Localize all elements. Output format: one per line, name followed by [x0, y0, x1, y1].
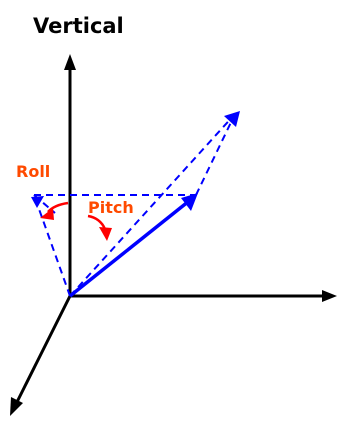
- pitch-side-guide: [69, 113, 236, 297]
- roll-angle-arc: [47, 201, 69, 213]
- roll-label: Roll: [16, 162, 50, 181]
- pitch-label: Pitch: [88, 198, 134, 217]
- axes: [15, 68, 328, 403]
- roll-guide-arrowhead-icon: [31, 196, 44, 208]
- depth-axis: [15, 295, 72, 403]
- depth-axis-arrowhead-icon: [10, 397, 23, 416]
- angle-arrowheads: [40, 208, 112, 241]
- pitch-guide-arrowhead-icon: [224, 111, 240, 127]
- axis-arrowheads: [10, 54, 337, 416]
- pitch-angle-arrowhead-icon: [99, 227, 112, 241]
- pitch-connector-guide: [195, 113, 236, 196]
- main-vector-arrowhead-icon: [181, 193, 198, 211]
- main-vector: [68, 199, 191, 298]
- horizontal-axis-arrowhead-icon: [322, 290, 337, 302]
- vertical-axis-arrowhead-icon: [64, 54, 76, 70]
- projection-lines: [33, 113, 236, 297]
- angle-arcs: [47, 201, 107, 230]
- pitch-angle-arc: [87, 214, 107, 230]
- diagram-title: Vertical: [33, 14, 124, 38]
- projection-arrowheads: [31, 111, 240, 208]
- roll-angle-arrowhead-icon: [40, 208, 54, 220]
- roll-triangle-guide: [33, 194, 71, 297]
